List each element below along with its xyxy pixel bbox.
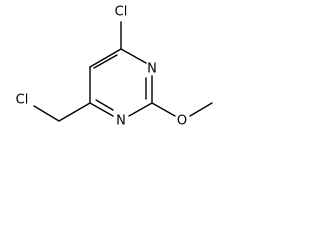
molecule-structure: Cl N N O Cl [16,5,213,129]
bond-c4-c5-double [93,54,118,69]
bond-ch2-cl [33,105,60,122]
bond-n1-c2 [128,102,153,117]
bond-c4-n3 [120,48,147,64]
atom-o-methoxy: O [177,114,187,129]
bond-c6-ch2 [58,102,91,122]
bond-o-ch3 [189,102,213,117]
atom-cl-left: Cl [16,93,29,108]
atom-n-bottom: N [116,114,126,129]
atom-cl-top: Cl [115,5,128,20]
bond-c6-n1-double [95,99,114,111]
bond-c6-n1 [89,102,114,117]
bond-c2-o [151,102,176,117]
bonds [33,21,213,122]
atom-labels: Cl N N O Cl [16,5,187,129]
atom-n-right: N [147,62,157,77]
bond-c4-c5 [89,48,122,68]
